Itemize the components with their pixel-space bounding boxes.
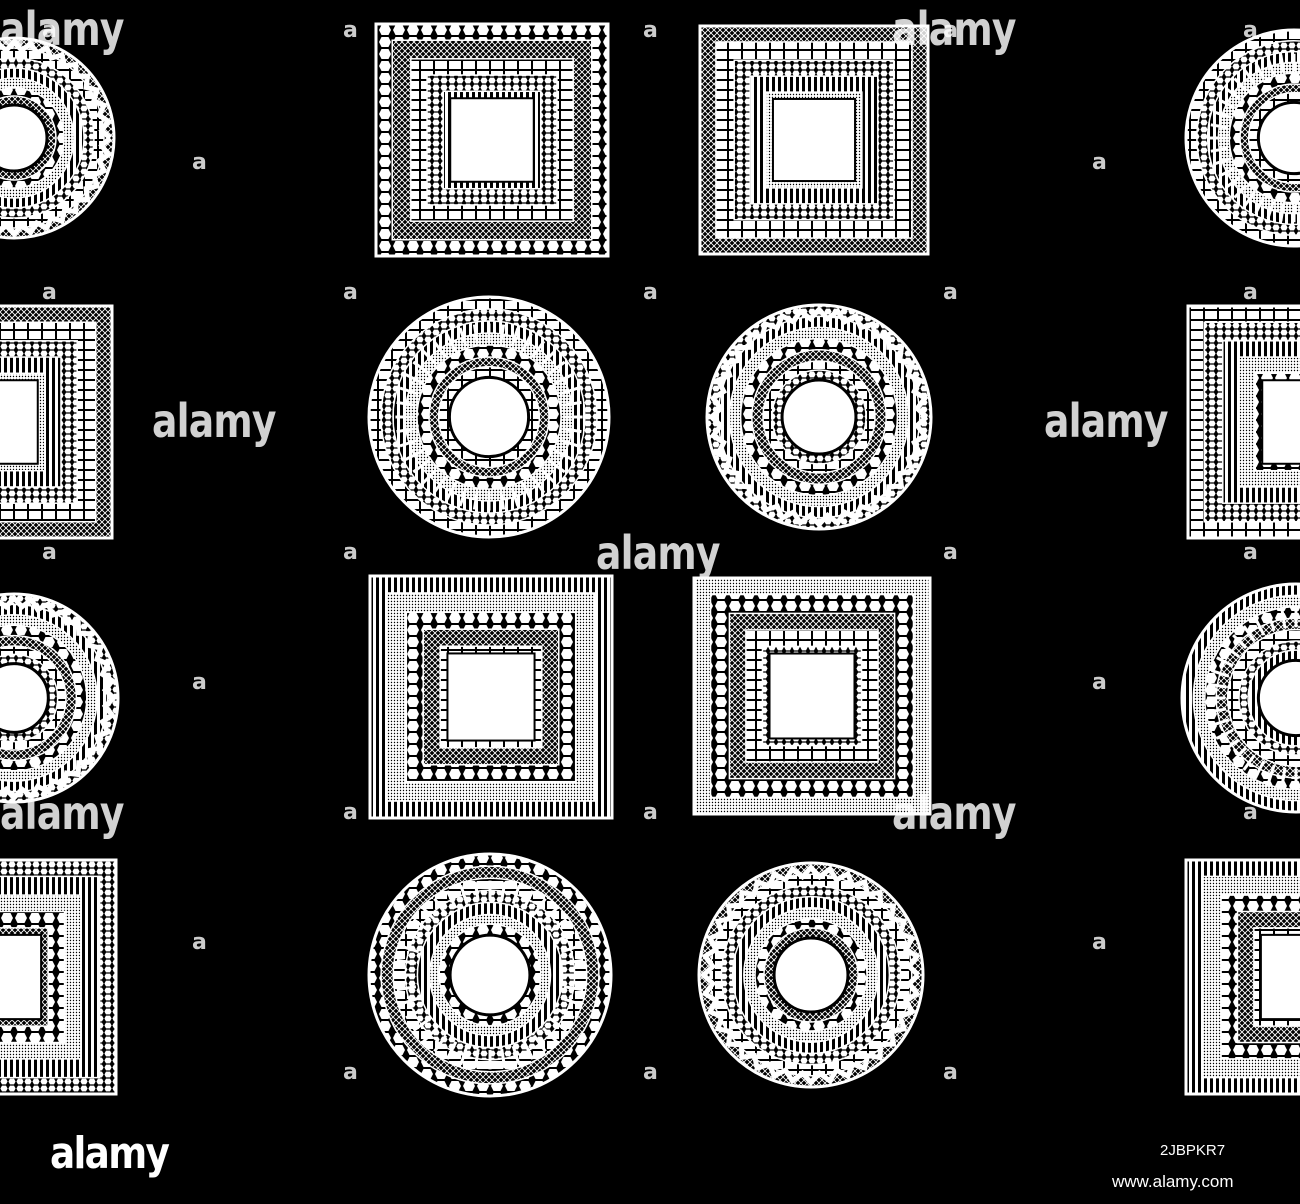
watermark-text: alamy — [1044, 394, 1168, 448]
watermark-mark: a — [42, 18, 57, 43]
watermark-text: alamy — [0, 2, 124, 56]
watermark-mark: a — [343, 280, 358, 305]
watermark-mark: a — [343, 18, 358, 43]
watermark-text: alamy — [892, 2, 1016, 56]
edge-square-ornament — [0, 858, 118, 1096]
watermark-mark: a — [192, 150, 207, 175]
circle-ornament — [367, 295, 611, 539]
square-ornament — [374, 22, 610, 258]
watermark-mark: a — [943, 18, 958, 43]
watermark-mark: a — [1243, 800, 1258, 825]
watermark-mark: a — [1092, 670, 1107, 695]
circle-ornament — [697, 861, 925, 1089]
edge-square-ornament — [0, 304, 114, 540]
watermark-text: alamy — [0, 786, 124, 840]
watermark-mark: a — [42, 280, 57, 305]
watermark-mark: a — [643, 280, 658, 305]
watermark-mark: a — [343, 540, 358, 565]
watermark-mark: a — [1092, 150, 1107, 175]
watermark-mark: a — [343, 800, 358, 825]
watermark-mark: a — [643, 18, 658, 43]
watermark-text: alamy — [892, 786, 1016, 840]
footer-bar — [0, 1124, 1300, 1204]
circle-ornament — [705, 303, 933, 531]
image-id: 2JBPKR7 — [1160, 1142, 1226, 1159]
watermark-mark: a — [943, 1060, 958, 1085]
watermark-mark: a — [1243, 540, 1258, 565]
square-ornament — [692, 576, 932, 816]
watermark-mark: a — [643, 1060, 658, 1085]
watermark-mark: a — [343, 1060, 358, 1085]
watermark-mark: a — [943, 280, 958, 305]
watermark-mark: a — [42, 540, 57, 565]
watermark-mark: a — [643, 800, 658, 825]
watermark-mark: a — [192, 930, 207, 955]
edge-circle-ornament — [0, 36, 116, 240]
edge-square-ornament — [1186, 304, 1300, 540]
edge-square-ornament — [1184, 858, 1300, 1096]
watermark-mark: a — [1243, 18, 1258, 43]
edge-circle-ornament — [0, 592, 120, 804]
footer-logo: alamy — [50, 1128, 170, 1179]
watermark-mark: a — [1092, 930, 1107, 955]
watermark-text: alamy — [152, 394, 276, 448]
watermark-mark: a — [1243, 280, 1258, 305]
watermark-mark: a — [192, 670, 207, 695]
edge-circle-ornament — [1180, 582, 1300, 814]
square-ornament — [698, 24, 930, 256]
circle-ornament — [367, 852, 613, 1098]
edge-circle-ornament — [1184, 28, 1300, 248]
site-url: www.alamy.com — [1112, 1172, 1234, 1191]
watermark-text: alamy — [596, 526, 720, 580]
watermark-mark: a — [943, 540, 958, 565]
square-ornament — [368, 574, 614, 820]
